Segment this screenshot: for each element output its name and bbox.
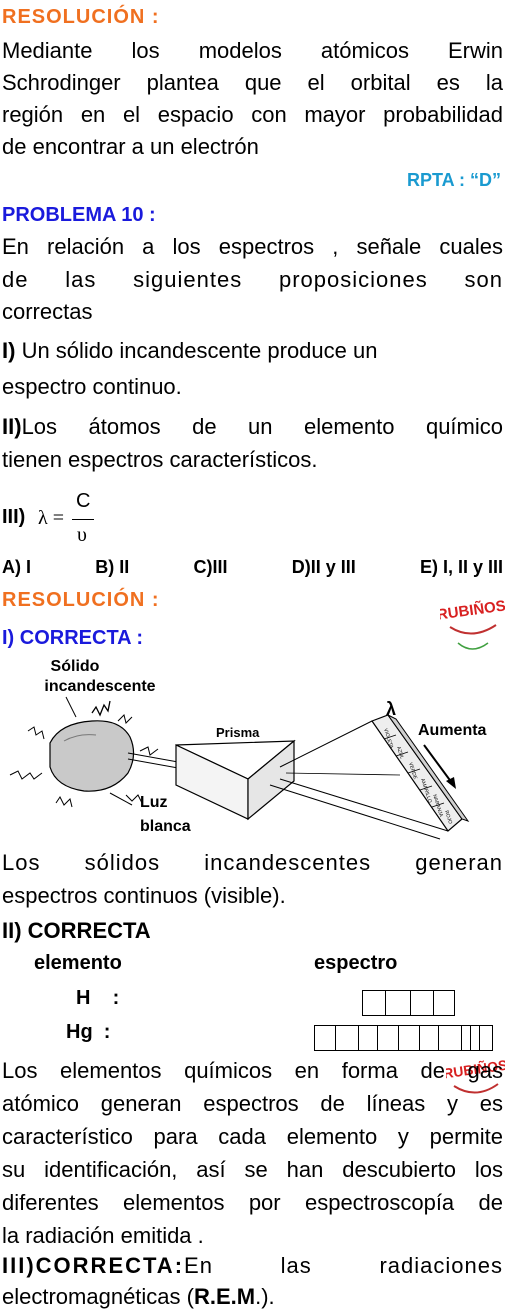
formula-denominator: υ (77, 524, 87, 546)
text-fragment: .). (255, 1284, 275, 1309)
proposition-label: I) (2, 338, 16, 363)
proposition-1: I) Un sólido incandescente produce un (2, 338, 503, 364)
part-3-text: En las radiaciones (184, 1253, 503, 1278)
part-1-heading: I) CORRECTA : (2, 627, 144, 649)
part-3-heading: III)CORRECTA: (2, 1253, 185, 1278)
resolution-heading-2: RESOLUCIÓN : (2, 589, 160, 611)
text-line: Mediante los modelos atómicos Erwin (2, 38, 503, 63)
proposition-text: Un sólido incandescente produce un (15, 338, 378, 363)
light-label-2: blanca (140, 818, 191, 835)
text-line: tienen espectros característicos. (2, 447, 318, 472)
label-pointer (65, 696, 77, 718)
column-spectrum: espectro (314, 952, 398, 974)
rubinos-logo: RUBIÑOS (440, 596, 505, 650)
option-b: B) II (95, 557, 130, 577)
light-label-1: Luz (140, 794, 168, 811)
proposition-text: Los átomos de un elemento químico (21, 414, 503, 439)
fraction-bar (72, 519, 94, 520)
text-line: En relación a los espectros , señale cua… (2, 234, 503, 259)
text-line: la radiación emitida . (2, 1223, 204, 1248)
text-line: espectros continuos (visible). (2, 883, 286, 908)
text-line: de encontrar a un electrón (2, 134, 259, 159)
prism-label: Prisma (216, 725, 260, 740)
text-line: región en el espacio con mayor probabili… (2, 102, 503, 127)
spectrum-figure: Sólido incandescente Luz blanca Prisma (9, 658, 487, 840)
resolution-heading-1: RESOLUCIÓN : (2, 6, 160, 28)
problem-heading: PROBLEMA 10 : (2, 204, 156, 226)
prism-right-face (247, 739, 295, 821)
text-line: Los sólidos incandescentes generan (2, 850, 503, 875)
text-line: Schrodinger plantea que el orbital es la (2, 70, 503, 95)
option-d: D)II y III (291, 557, 356, 577)
mercury-label: Hg : (66, 1021, 111, 1043)
screen-edge (387, 714, 470, 822)
text-line: su identificación, así se han descubiert… (2, 1157, 503, 1182)
column-element: elemento (34, 952, 122, 974)
proposition-label: II) (2, 414, 22, 439)
part-3-line: III)CORRECTA:En las radiaciones (2, 1253, 503, 1279)
band-green: VERDE (407, 762, 418, 781)
text-line: Los elementos químicos en forma de gas (2, 1058, 503, 1083)
text-line: diferentes elementos por espectroscopía … (2, 1190, 503, 1215)
incandescent-solid (49, 720, 135, 792)
band-red: ROJO (443, 810, 453, 825)
text-line: atómico generan espectros de líneas y es (2, 1091, 503, 1116)
answer-label: RPTA : “D” (407, 170, 501, 190)
formula-numerator: C (76, 490, 91, 512)
option-a: A) I (2, 557, 31, 577)
part-2-heading: II) CORRECTA (2, 918, 151, 943)
option-e: E) I, II y III (419, 557, 503, 577)
text-line: característico para cada elemento y perm… (2, 1124, 503, 1149)
hydrogen-label: H : (76, 987, 120, 1009)
proposition-3: III) λ = C υ (2, 490, 202, 552)
mercury-spectrum-lines (314, 1025, 493, 1051)
rem-abbreviation: R.E.M (193, 1284, 256, 1309)
formula-lhs: λ = (38, 507, 64, 529)
text-line: de las siguientes proposiciones son (2, 267, 503, 292)
part-3-line-2: electromagnéticas (R.E.M.). (2, 1284, 503, 1310)
increase-label: Aumenta (418, 722, 487, 739)
proposition-2: II)Los átomos de un elemento químico (2, 414, 503, 440)
text-fragment: electromagnéticas ( (2, 1284, 194, 1309)
band-blue: AZUL (395, 746, 405, 760)
option-c: C)III (193, 557, 228, 577)
answer-options: A) I B) II C)III D)II y III E) I, II y I… (2, 557, 503, 578)
text-line: espectro continuo. (2, 374, 182, 399)
rubinos-logo-2: RUBIÑOS (446, 1056, 505, 1094)
text-line: correctas (2, 299, 93, 324)
solid-label-2: incandescente (44, 678, 155, 695)
increase-arrow (423, 744, 453, 784)
logo-text: RUBIÑOS (440, 596, 505, 623)
solid-label-1: Sólido (51, 658, 100, 675)
proposition-label: III) (2, 506, 26, 528)
hydrogen-spectrum-lines (362, 990, 455, 1016)
lambda-symbol: λ (386, 699, 396, 719)
